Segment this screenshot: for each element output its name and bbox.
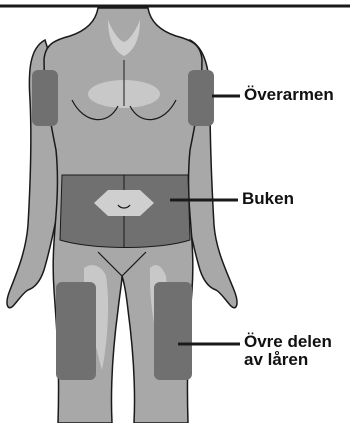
abdomen-label: Buken — [242, 190, 294, 208]
upper-arm-zone-left — [188, 70, 214, 126]
upper-arm-zone-right — [32, 70, 58, 126]
thigh-label: Övre delen av låren — [244, 333, 348, 369]
thigh-label-line1: Övre delen — [244, 332, 332, 351]
thigh-zone-right — [56, 282, 96, 380]
thigh-zone-left — [154, 282, 192, 380]
upper-arm-label: Överarmen — [244, 86, 334, 104]
thigh-label-line2: av låren — [244, 350, 308, 369]
